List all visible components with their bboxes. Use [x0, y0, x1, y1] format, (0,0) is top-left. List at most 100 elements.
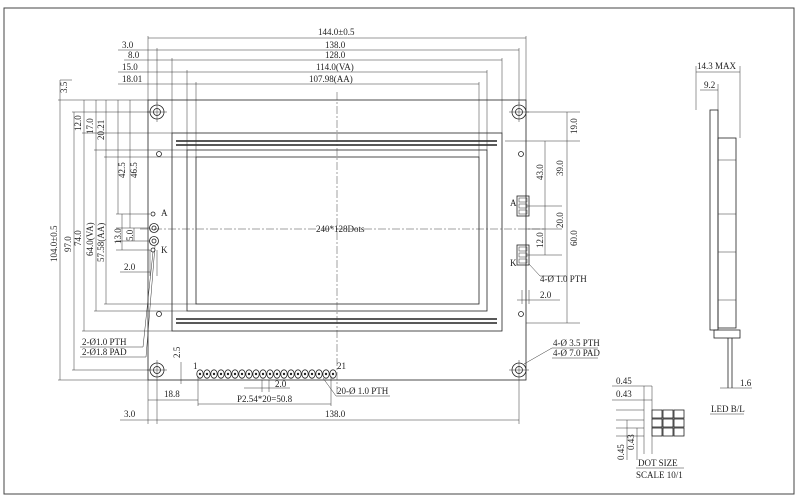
dim-42-5: 42.5 [117, 162, 127, 178]
dim-20: 20.0 [555, 212, 565, 228]
pin-label-1: 1 [193, 361, 198, 371]
dim-va-height: 64.0(VA) [85, 222, 95, 256]
dim-hole-pitch: 138.0 [325, 40, 346, 50]
connector-pad [266, 369, 274, 379]
mounting-hole-br [509, 360, 529, 380]
connector-pad [273, 369, 281, 379]
pin-label-a-left: A [161, 208, 168, 218]
dot-cell [651, 427, 663, 437]
connector-pad [259, 369, 267, 379]
connector-hole [324, 372, 328, 376]
connector-pad [231, 369, 239, 379]
dim-20-21: 20.21 [96, 120, 106, 140]
connector-pad [280, 369, 288, 379]
dim-74: 74.0 [73, 230, 83, 246]
dim-pitch-note: P2.54*20=50.8 [237, 394, 293, 404]
dot-cell [673, 409, 685, 419]
dim-17: 17.0 [85, 118, 95, 134]
dot-size-title: DOT SIZE [638, 458, 678, 468]
connector-pad [196, 369, 204, 379]
dim-12: 12.0 [73, 115, 83, 131]
dim-2-bottom: 2.0 [275, 379, 287, 389]
connector-hole [219, 372, 223, 376]
dot-size-h: 0.43 [616, 389, 632, 399]
dim-aa-width: 107.98(AA) [309, 74, 353, 84]
pin-label-k-right: K [510, 258, 517, 268]
connector-pad [245, 369, 253, 379]
dot-cell [673, 427, 685, 437]
connector-hole [240, 372, 244, 376]
connector-pad [210, 369, 218, 379]
connector-pad [294, 369, 302, 379]
dim-left-offset-top: 3.0 [122, 40, 134, 50]
front-view: A K A K 1 21 240*128Dots [140, 92, 545, 396]
connector-pad [301, 369, 309, 379]
backlight-pads-right [516, 195, 530, 266]
connector-hole [198, 372, 202, 376]
dim-pitch-bottom: 138.0 [325, 409, 346, 419]
dot-cell [651, 409, 663, 419]
dim-12-right: 12.0 [535, 232, 545, 248]
pin-label-21: 21 [337, 361, 346, 371]
dim-1-6: 1.6 [740, 378, 752, 388]
dot-detail-labels: 0.45 0.43 0.45 0.43 DOT SIZE SCALE 10/1 [616, 376, 683, 480]
connector-pad [203, 369, 211, 379]
connector-hole [303, 372, 307, 376]
connector-pad [315, 369, 323, 379]
connector-pad [224, 369, 232, 379]
callout-mount-pth: 4-Ø 3.5 PTH [553, 338, 600, 348]
connector-hole [268, 372, 272, 376]
dim-2-5: 2.5 [172, 346, 182, 358]
dim-43: 43.0 [535, 164, 545, 180]
top-dimensions: 144.0±0.5 3.0 138.0 8.0 128.0 15.0 114.0… [118, 27, 527, 157]
connector-hole [205, 372, 209, 376]
dim-18-8: 18.8 [164, 389, 180, 399]
connector-hole [289, 372, 293, 376]
connector-hole [247, 372, 251, 376]
dim-max-thickness: 14.3 MAX [697, 61, 737, 71]
connector-pad [308, 369, 316, 379]
connector-hole [317, 372, 321, 376]
connector-hole [226, 372, 230, 376]
dot-pitch-v: 0.45 [616, 444, 626, 460]
callout-bl-pth: 4-Ø 1.0 PTH [540, 274, 587, 284]
bottom-dimensions: 2.5 18.8 2.0 P2.54*20=50.8 20-Ø 1.0 PTH … [120, 346, 520, 424]
connector-hole [212, 372, 216, 376]
connector-hole [254, 372, 258, 376]
dim-aa-height: 57.58(AA) [96, 223, 106, 262]
right-dimensions: 19.0 43.0 39.0 20.0 12.0 60.0 4-Ø 1.0 PT… [505, 111, 600, 365]
dot-cell [662, 409, 674, 419]
connector-hole [233, 372, 237, 376]
dim-left-15: 15.0 [122, 62, 138, 72]
connector-hole [282, 372, 286, 376]
connector-hole [275, 372, 279, 376]
dim-13: 13.0 [113, 228, 123, 244]
dim-2-left: 2.0 [124, 262, 136, 272]
dim-overall-height: 104.0±0.5 [49, 225, 59, 262]
dim-9-2: 9.2 [704, 80, 715, 90]
connector-pad [217, 369, 225, 379]
dot-cell [651, 418, 663, 428]
pin-label-a-right: A [510, 198, 517, 208]
dim-3-bottom: 3.0 [124, 409, 136, 419]
dim-46-5: 46.5 [129, 162, 139, 178]
callout-led-pad: 2-Ø1.8 PAD [82, 347, 127, 357]
drawing-border [3, 7, 795, 495]
label-led-bl: LED B/L [711, 404, 745, 414]
connector-pad [287, 369, 295, 379]
connector-hole [310, 372, 314, 376]
connector-pad [238, 369, 246, 379]
dot-pitch-h: 0.45 [616, 376, 632, 386]
connector-pad [329, 369, 337, 379]
pin-label-k-left: K [161, 245, 168, 255]
dim-19: 19.0 [569, 118, 579, 134]
dim-overall-width: 144.0±0.5 [318, 27, 355, 37]
dot-size-v: 0.43 [626, 434, 636, 450]
dot-cell [662, 418, 674, 428]
dot-scale: SCALE 10/1 [636, 470, 683, 480]
connector-pad [322, 369, 330, 379]
connector-hole [261, 372, 265, 376]
dim-2-right: 2.0 [540, 290, 552, 300]
dim-60: 60.0 [569, 230, 579, 246]
